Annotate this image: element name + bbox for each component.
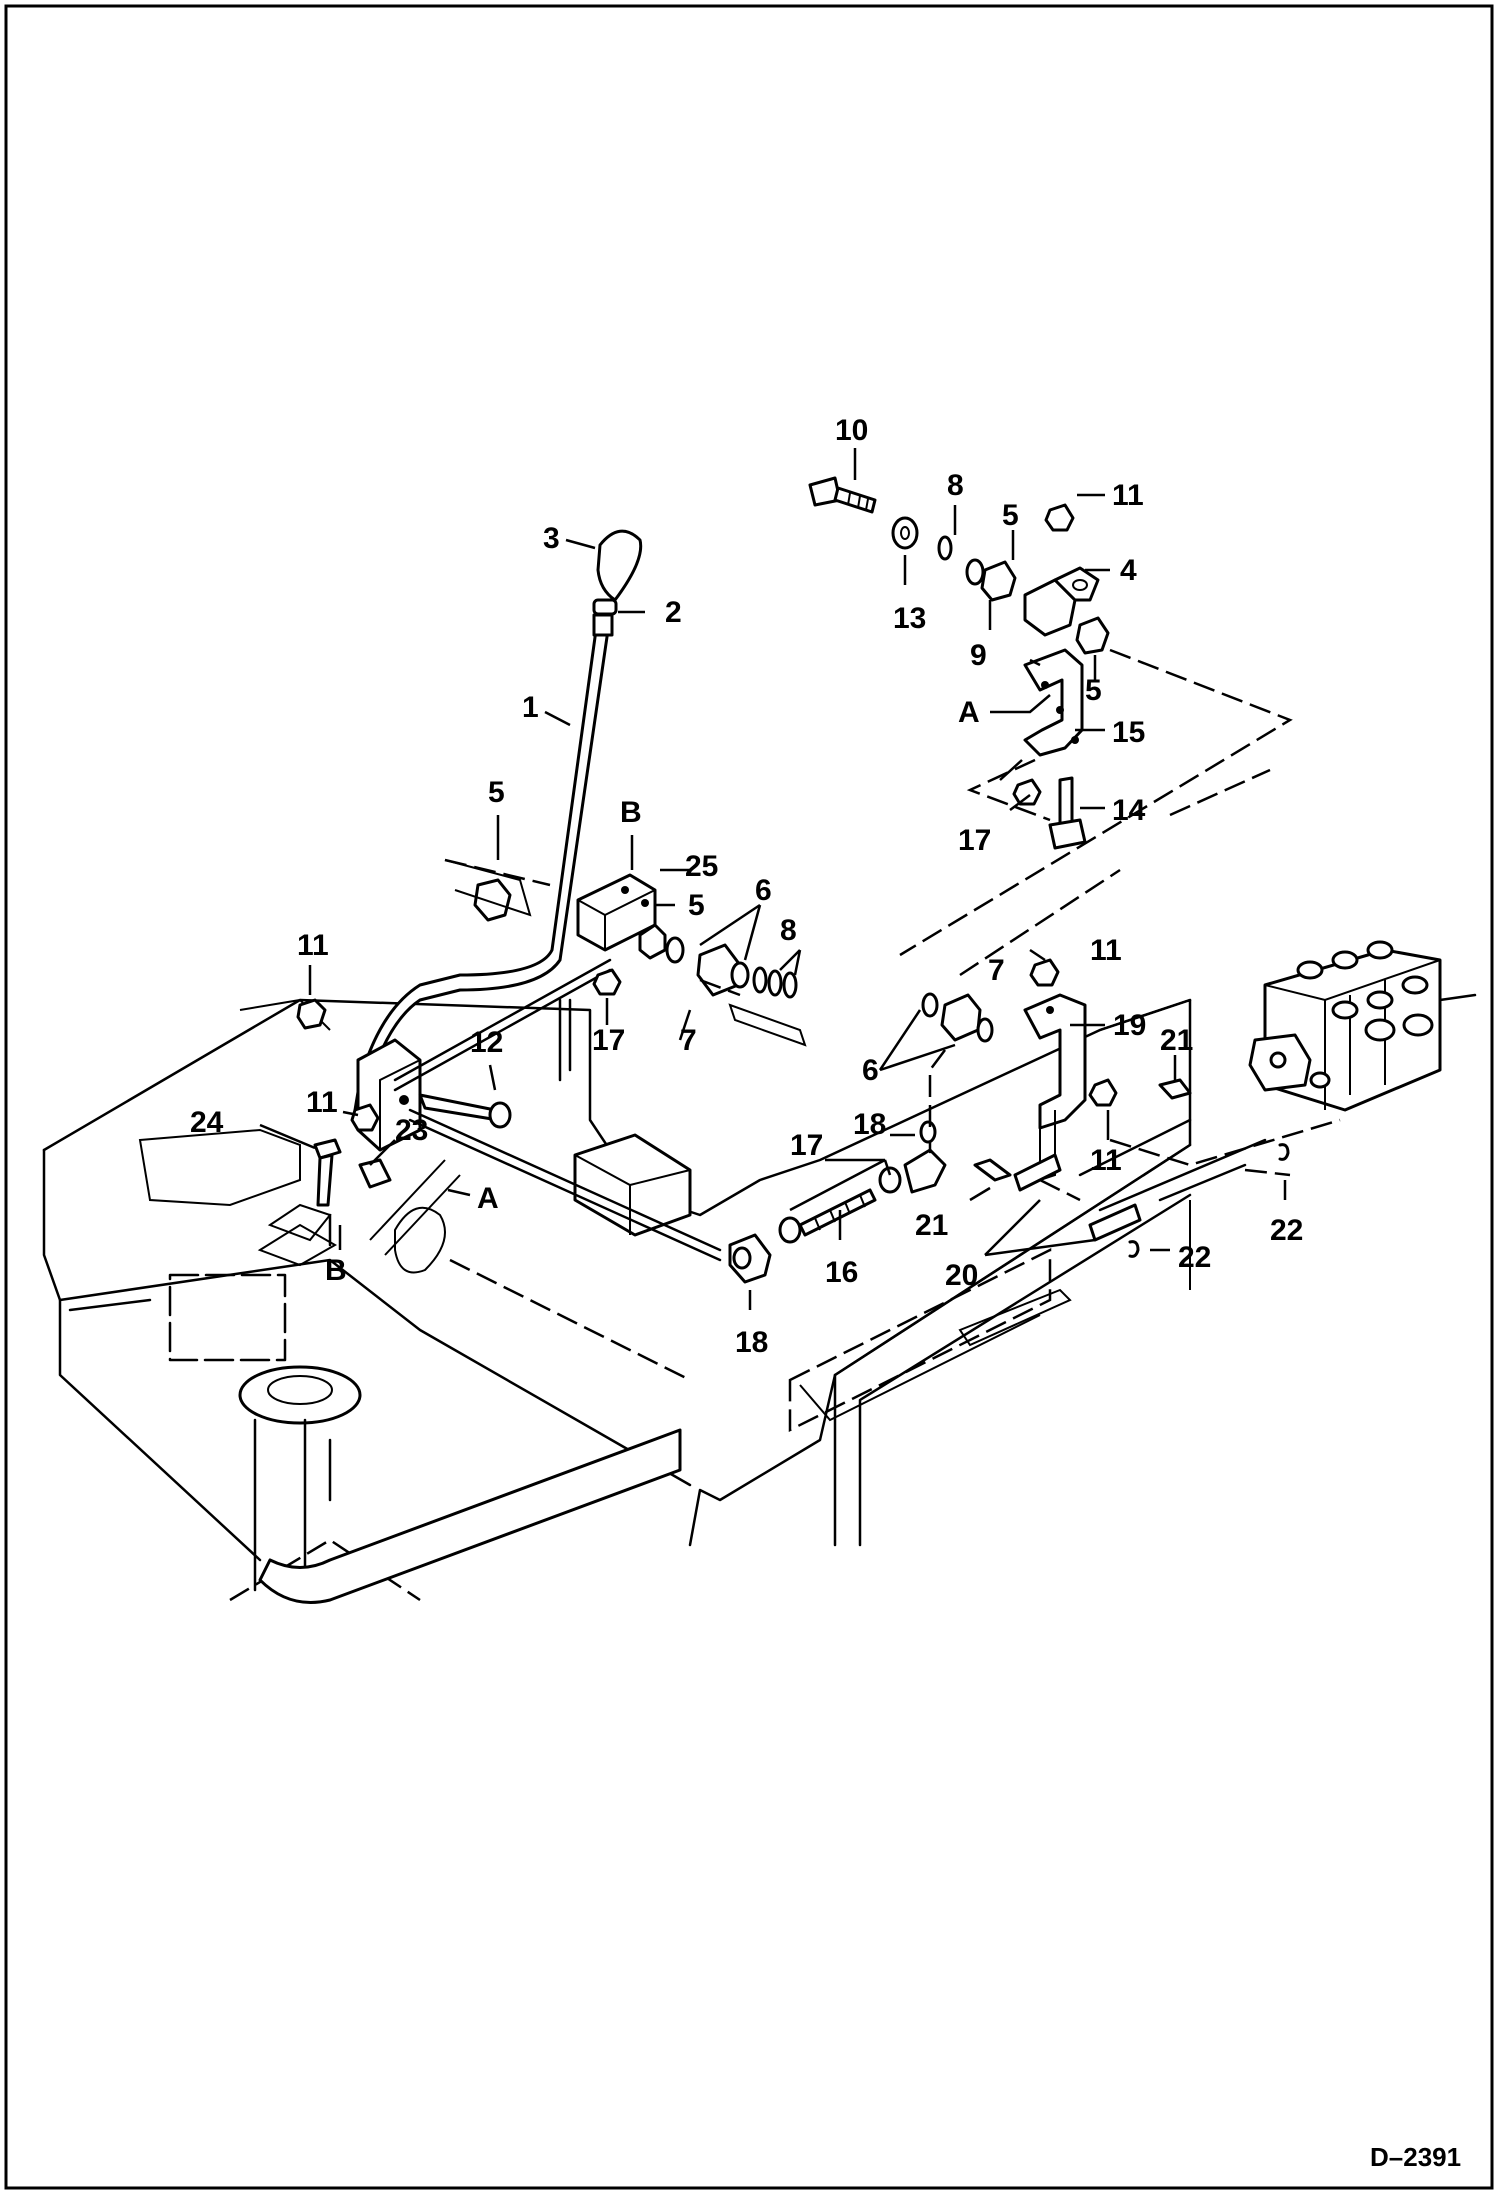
lever-assembly <box>296 529 807 1247</box>
bolt-21b <box>973 1158 1012 1182</box>
nut-17b <box>592 968 622 996</box>
callout-16: 16 <box>825 1256 858 1289</box>
sleeve-7b <box>940 993 982 1042</box>
nut-11a-upper <box>1044 503 1075 532</box>
rod-end-18a <box>903 1148 947 1194</box>
callout-A: A <box>477 1182 499 1215</box>
callout-7: 7 <box>680 1024 697 1057</box>
callout-11: 11 <box>306 1086 338 1119</box>
threaded-rod-16 <box>798 1188 877 1237</box>
callout-B: B <box>620 796 642 829</box>
nut-11d <box>1029 958 1060 987</box>
callout-20: 20 <box>945 1259 978 1292</box>
callout-10: 10 <box>835 414 868 447</box>
nut-11c <box>350 1103 380 1132</box>
bolt-23 <box>358 1158 392 1189</box>
washer-13 <box>891 516 919 550</box>
bushing-5d <box>638 923 667 960</box>
callout-11: 11 <box>1112 479 1144 512</box>
callout-2: 2 <box>665 596 682 629</box>
clip-8a <box>937 535 953 561</box>
machine-body <box>42 998 1192 1604</box>
callout-9: 9 <box>970 639 987 672</box>
callout-21: 21 <box>915 1209 948 1242</box>
lever-nut <box>592 598 618 616</box>
leader-lines <box>259 448 1287 1310</box>
callout-17: 17 <box>592 1024 625 1057</box>
link-plate-20a <box>1013 1153 1062 1192</box>
right-bracket-assembly <box>921 958 1290 1258</box>
callout-A: A <box>958 696 980 729</box>
nut-11a <box>296 998 327 1030</box>
callout-12: 12 <box>470 1026 503 1059</box>
bushing-5c <box>473 878 512 922</box>
cotter-pin-22a <box>1278 1143 1290 1161</box>
callout-7: 7 <box>988 954 1005 987</box>
callout-24: 24 <box>190 1106 224 1139</box>
bracket-9 <box>1023 648 1084 757</box>
page-border <box>4 4 1494 2190</box>
cotter-pin-22b <box>1128 1240 1140 1258</box>
callout-5: 5 <box>1085 674 1102 707</box>
bolt-14 <box>1058 776 1074 829</box>
callout-6: 6 <box>862 1054 879 1087</box>
callout-21: 21 <box>1160 1024 1193 1057</box>
bushing-5b <box>1075 616 1110 655</box>
callout-labels: 10 8 5 11 4 13 9 5 A 15 17 14 3 2 1 5 B … <box>190 414 1303 1359</box>
nut-11e <box>1088 1078 1118 1107</box>
control-valve <box>1248 940 1477 1112</box>
callout-25: 25 <box>685 850 718 883</box>
callout-17: 17 <box>958 824 991 857</box>
callout-5: 5 <box>1002 499 1019 532</box>
callout-5: 5 <box>488 776 505 809</box>
callout-22: 22 <box>1178 1241 1211 1274</box>
callout-8: 8 <box>947 469 964 502</box>
reference-lines <box>444 648 1341 1202</box>
callout-18: 18 <box>853 1108 886 1141</box>
callout-11: 11 <box>1090 1144 1122 1177</box>
bolt-21a <box>1158 1078 1192 1100</box>
callout-17: 17 <box>790 1129 823 1162</box>
callout-3: 3 <box>543 522 560 555</box>
callout-1: 1 <box>522 691 539 724</box>
callout-14: 14 <box>1112 794 1146 827</box>
callout-19: 19 <box>1113 1009 1146 1042</box>
upper-bracket-assembly <box>808 476 1110 850</box>
link-plate-20b <box>1088 1203 1142 1242</box>
bolt-12 <box>418 1093 500 1122</box>
document-reference: D–2391 <box>1370 2142 1461 2172</box>
callout-4: 4 <box>1120 554 1137 587</box>
nut-17a <box>1012 778 1042 806</box>
callout-23: 23 <box>395 1114 428 1147</box>
callout-15: 15 <box>1112 716 1145 749</box>
callout-18: 18 <box>735 1326 768 1359</box>
callout-11: 11 <box>297 929 329 962</box>
callout-8: 8 <box>780 914 797 947</box>
bolt-24 <box>313 1138 342 1160</box>
callout-B: B <box>325 1254 347 1287</box>
callout-5: 5 <box>688 889 705 922</box>
callout-22: 22 <box>1270 1214 1303 1247</box>
callout-6: 6 <box>755 874 772 907</box>
linkage <box>408 1108 947 1284</box>
callout-11: 11 <box>1090 934 1122 967</box>
bushing-5a <box>980 560 1017 602</box>
knob <box>596 529 643 602</box>
callout-13: 13 <box>893 602 926 635</box>
